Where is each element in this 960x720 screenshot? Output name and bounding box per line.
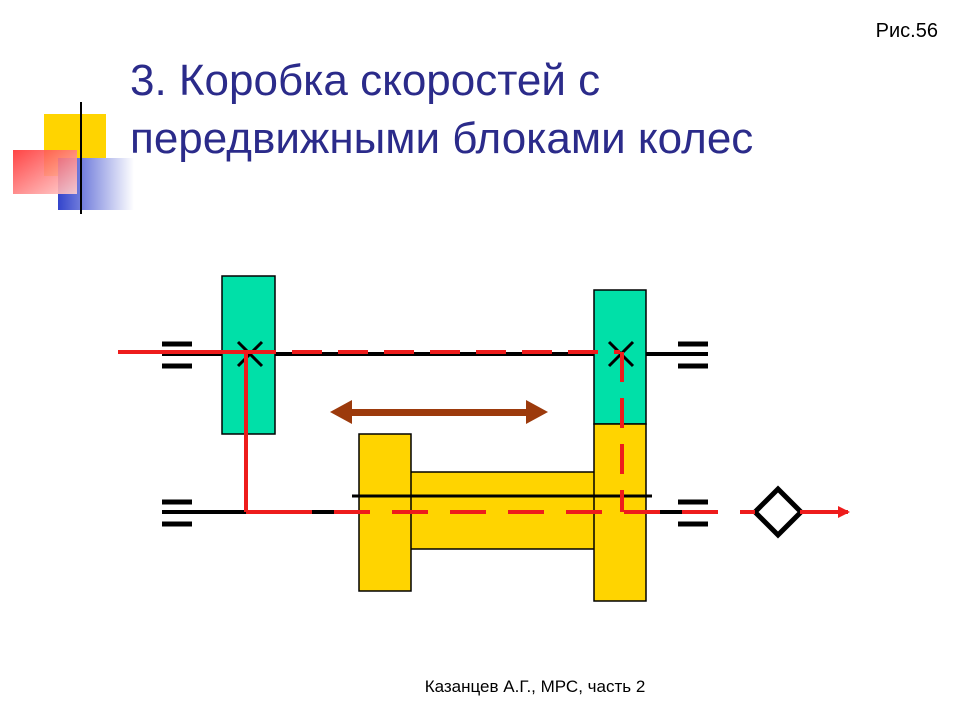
coupling [751, 485, 805, 539]
figure-number: Рис.56 [875, 20, 938, 42]
slide-title: 3. Коробка скоростей с передвижными блок… [130, 52, 930, 168]
title-line-1: 3. Коробка скоростей с [130, 56, 601, 105]
bearing-input-left [162, 341, 192, 369]
bearing-input-right [678, 341, 708, 369]
power-flow-path [118, 350, 850, 518]
footer-author: Казанцев А.Г., МРС, часть 2 [424, 677, 646, 696]
shift-direction-arrow [330, 400, 548, 424]
bearing-output-left [162, 499, 192, 527]
title-line-2: передвижными блоками колес [130, 114, 754, 163]
bearing-output-right [678, 499, 708, 527]
